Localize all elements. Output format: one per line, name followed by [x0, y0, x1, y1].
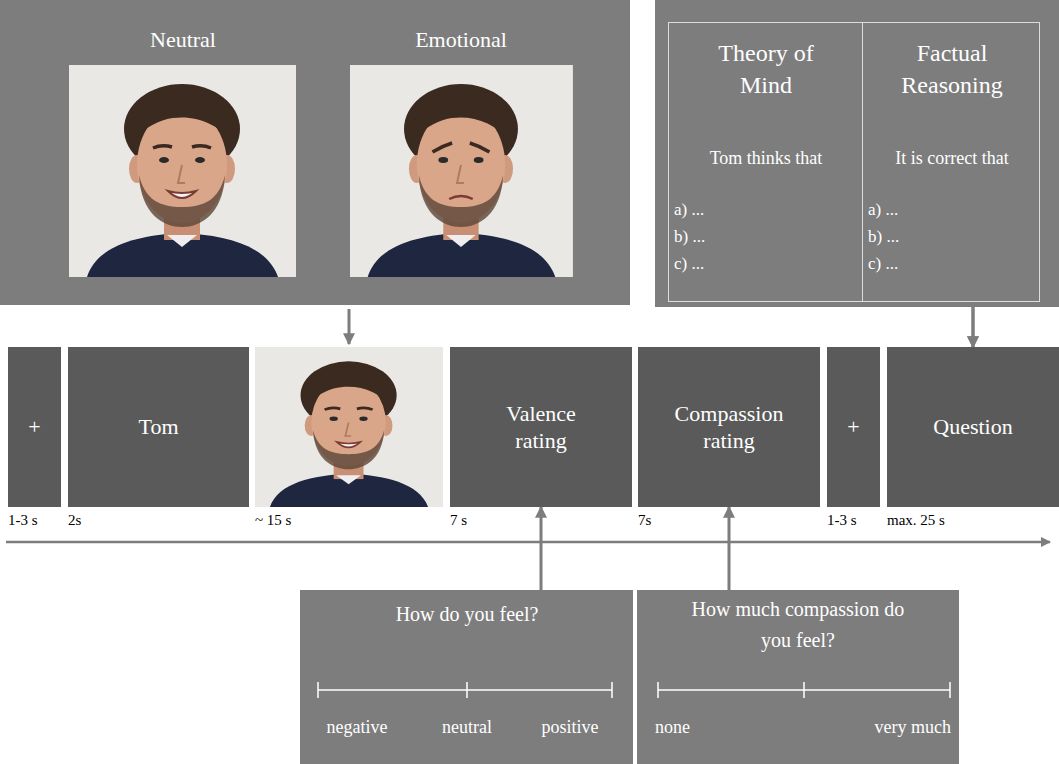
node-text: Factual Reasoning	[887, 37, 1017, 101]
node-text: none	[655, 716, 690, 739]
illustration-part	[337, 442, 360, 447]
connector-arrow	[972, 302, 975, 347]
node-text: It is correct that	[895, 147, 1008, 170]
question-type-box: Factual Reasoning It is correct that a) ..…	[862, 22, 1040, 302]
time-label: 7s	[638, 511, 651, 529]
node-text: Tom	[138, 413, 178, 441]
photo-illustration	[0, 0, 630, 305]
illustration-part	[432, 143, 489, 152]
time-label: 1-3 s	[8, 511, 38, 529]
illustration-part	[168, 191, 196, 198]
node-text: b) ...	[674, 226, 705, 247]
rating-scale-panel: How much compassion do you feel? none very…	[637, 590, 959, 764]
trial-phase-box: Compassion rating	[638, 347, 820, 507]
neutral-photo	[69, 65, 296, 277]
scale-line	[318, 682, 612, 698]
illustration-part	[350, 65, 573, 277]
emotional-photo	[350, 65, 573, 277]
node-text: positive	[542, 716, 599, 739]
time-label: 1-3 s	[827, 511, 857, 529]
node-text: How much compassion do you feel?	[686, 594, 911, 656]
trial-phase-box: +	[8, 347, 61, 507]
node-text: Neutral	[150, 26, 216, 54]
node-text: c) ...	[868, 253, 898, 274]
trial-phase-box: Question	[887, 347, 1059, 507]
question-type-box: Theory of MindTom thinks that a) ... b) ..…	[668, 22, 863, 302]
illustration-part	[449, 196, 473, 199]
node-text: How do you feel?	[396, 602, 539, 627]
node-text: Tom thinks that	[710, 147, 823, 170]
node-text: b) ...	[868, 226, 899, 247]
node-text: +	[28, 413, 40, 441]
node-text: +	[847, 413, 859, 441]
illustration-part	[153, 146, 211, 148]
connector-arrow	[728, 507, 731, 590]
stimulus-panel: Neutral Emotional	[0, 0, 630, 305]
node-text: Emotional	[415, 26, 507, 54]
node-text: Compassion rating	[667, 400, 792, 455]
node-text: a) ...	[674, 199, 704, 220]
time-axis	[6, 541, 1050, 544]
time-label: max. 25 s	[887, 511, 945, 529]
stimulus-photo	[255, 347, 443, 507]
trial-phase-box: +	[827, 347, 880, 507]
time-label: ~ 15 s	[255, 511, 291, 529]
illustration-part	[325, 408, 373, 410]
question-panel	[655, 0, 1059, 307]
time-label: 2s	[68, 511, 81, 529]
pointer-arrow	[348, 309, 351, 344]
time-label: 7 s	[450, 511, 467, 529]
trial-phase-box: Valence rating	[450, 347, 632, 507]
node-text: Theory of Mind	[701, 37, 831, 101]
node-text: Question	[933, 413, 1012, 441]
node-text: Valence rating	[479, 400, 604, 455]
node-text: negative	[327, 716, 388, 739]
connector-arrow	[540, 507, 543, 590]
node-text: neutral	[442, 716, 492, 739]
trial-phase-box: Tom	[68, 347, 249, 507]
node-text: c) ...	[674, 253, 704, 274]
illustration-part	[255, 347, 443, 507]
node-text: very much	[875, 716, 951, 739]
scale-line	[658, 682, 950, 698]
connector-arrow	[766, 302, 974, 347]
illustration-part	[69, 65, 296, 277]
node-text: a) ...	[868, 199, 898, 220]
rating-scale-panel: How do you feel? negative neutral positive	[300, 590, 633, 764]
